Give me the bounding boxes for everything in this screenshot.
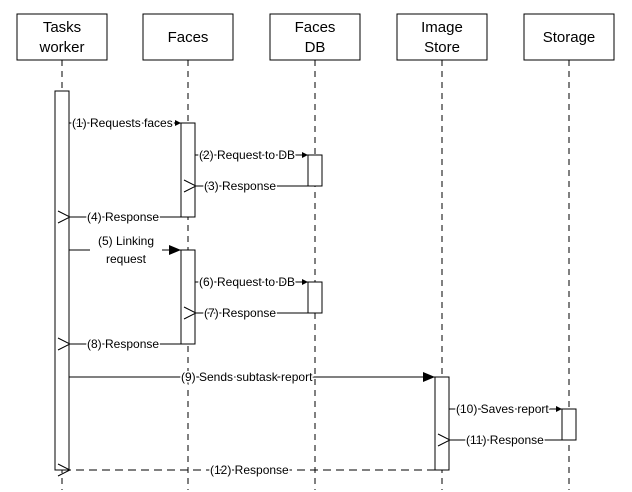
message-label: (3) Response <box>204 179 276 193</box>
message-label: (12) Response <box>210 463 289 477</box>
message-3: (3) Response <box>196 178 308 195</box>
message-1: (1) Requests faces <box>69 115 181 132</box>
activation-bar <box>180 122 196 218</box>
message-9: (9) Sends subtask report <box>69 369 435 386</box>
activation-bar <box>561 408 577 441</box>
message-label: (11) Response <box>466 433 544 447</box>
message-6: (6) Request to DB <box>195 274 308 291</box>
activation-bar <box>180 249 196 345</box>
message-8: (8) Response <box>70 336 181 353</box>
message-label: (9) Sends subtask report <box>181 370 313 384</box>
participant-storage: Storage <box>523 13 615 61</box>
message-label: (6) Request to DB <box>199 275 295 289</box>
message-label: (2) Request to DB <box>199 148 295 162</box>
message-label: (8) Response <box>87 337 159 351</box>
message-11: (11) Response <box>450 432 562 449</box>
message-label: request <box>106 252 147 266</box>
participant-label: Store <box>424 39 460 56</box>
participant-label: Storage <box>543 29 596 46</box>
message-4: (4) Response <box>70 209 181 226</box>
participant-label: Faces <box>295 19 336 36</box>
participant-label: Faces <box>168 29 209 46</box>
activation-bar <box>54 90 70 471</box>
message-label: (4) Response <box>87 210 159 224</box>
participant-imagestore: Image Store <box>396 13 488 61</box>
message-label: (10) Saves report <box>456 402 549 416</box>
participant-label: Image <box>421 19 463 36</box>
message-label: (1) Requests faces <box>72 116 173 130</box>
participant-label: worker <box>38 39 84 56</box>
message-label: (5) Linking <box>98 234 154 248</box>
activations <box>54 90 577 471</box>
activation-bar <box>434 376 450 471</box>
message-12: (12) Response <box>70 462 435 479</box>
activation-bar <box>307 281 323 314</box>
message-7: (7) Response <box>196 305 308 322</box>
message-5: (5) Linking request <box>69 234 181 267</box>
participant-label: DB <box>305 39 326 56</box>
participant-faces: Faces <box>142 13 234 61</box>
activation-bar <box>307 154 323 187</box>
message-2: (2) Request to DB <box>195 147 308 164</box>
message-label: (7) Response <box>204 306 276 320</box>
participant-tasks: Tasks worker <box>16 13 108 61</box>
message-10: (10) Saves report <box>449 401 562 418</box>
participant-label: Tasks <box>43 19 81 36</box>
participant-facesdb: Faces DB <box>269 13 361 61</box>
